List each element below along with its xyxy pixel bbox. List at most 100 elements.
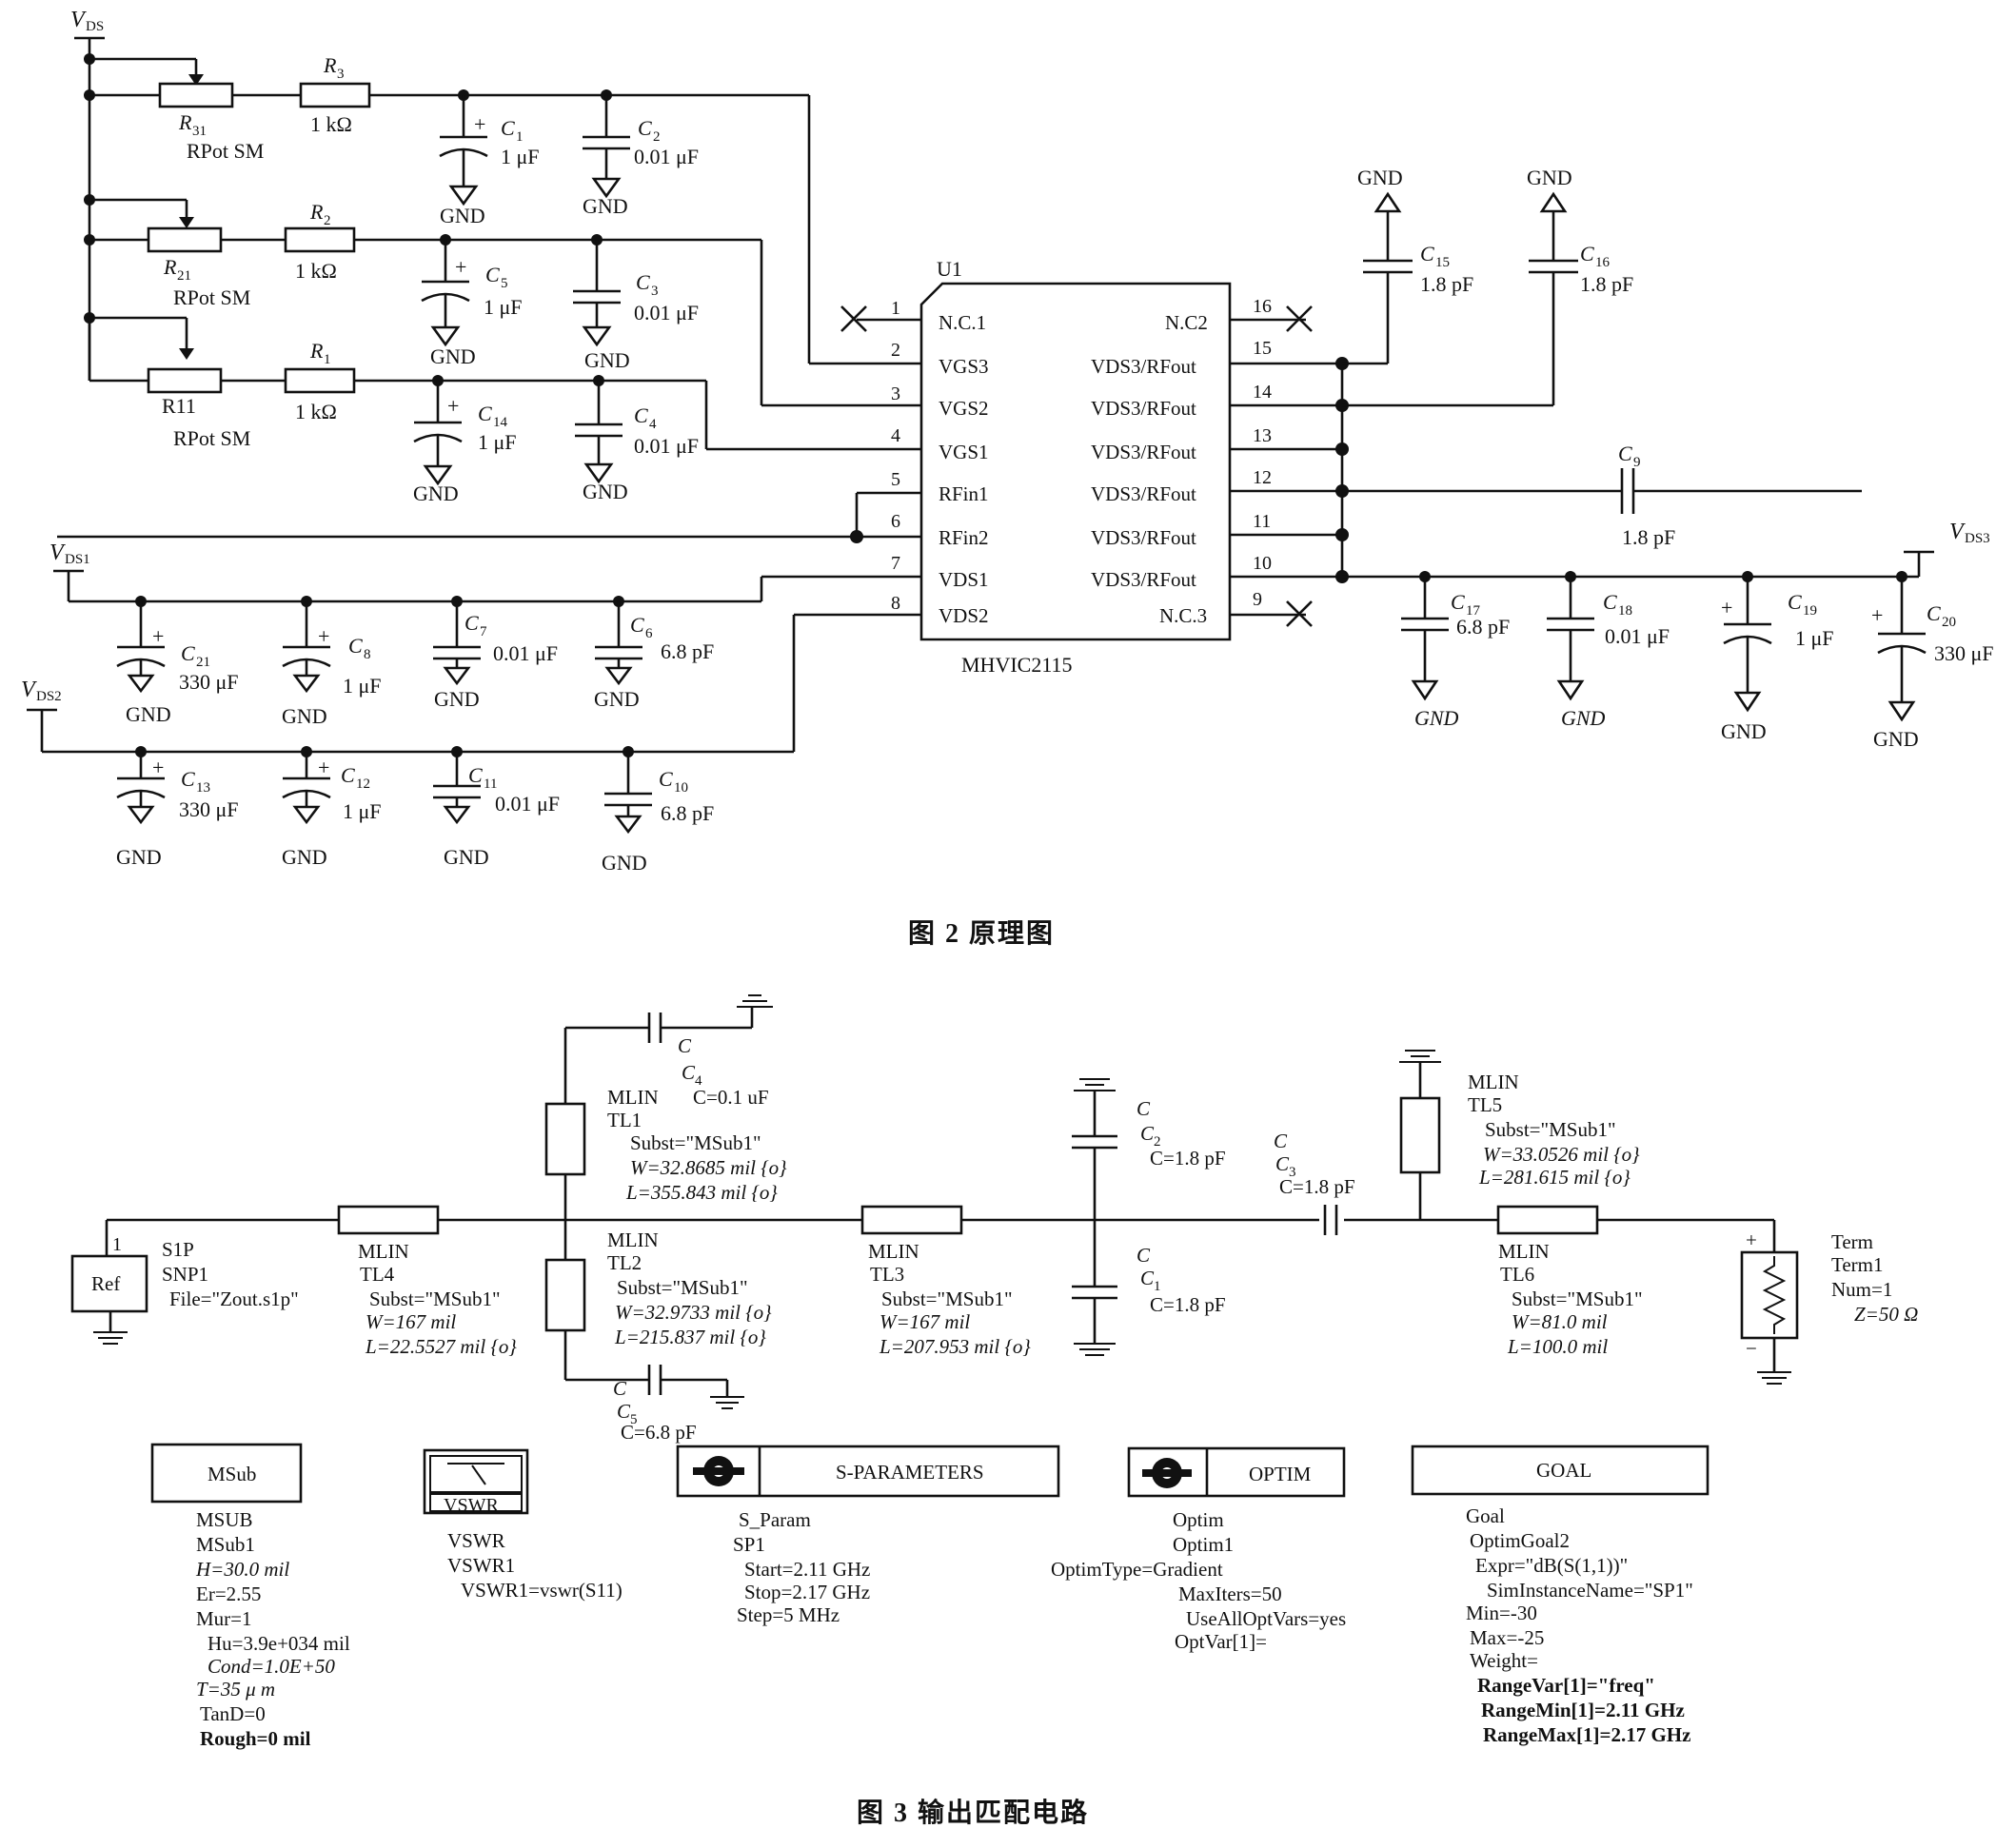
pin-12-num: 12	[1253, 467, 1272, 488]
c19-plus: +	[1721, 596, 1732, 619]
pin-1-name: N.C.1	[939, 311, 986, 334]
pin-12-name: VDS3/RFout	[1091, 482, 1196, 505]
ic-u1: U1 MHVIC2115 1 N.C.1 2 VGS3 3 VGS2 4 VGS…	[57, 257, 1349, 677]
pin-7-num: 7	[891, 553, 900, 574]
r3-resistor	[299, 82, 371, 108]
s1p-line: S1P	[162, 1238, 194, 1261]
s1p-line: SNP1	[162, 1263, 208, 1286]
gnd-label: GND	[594, 687, 640, 711]
sparam-text: Start=2.11 GHz	[744, 1558, 870, 1581]
c8-plus: +	[318, 624, 329, 648]
c20-label-sub: 20	[1942, 615, 1956, 630]
c19-label: C	[1788, 590, 1802, 614]
vswr-text: VSWR	[447, 1529, 505, 1552]
tl4-text: L=22.5527 mil {o}	[365, 1335, 517, 1358]
c4-label: C	[634, 403, 648, 427]
c15-label: C	[1420, 242, 1434, 265]
tl1-text: W=32.8685 mil {o}	[630, 1156, 787, 1179]
c7-value: 0.01 μF	[493, 641, 558, 665]
goal-text: Expr="dB(S(1,1))"	[1475, 1554, 1628, 1577]
c1-plus: +	[474, 112, 485, 136]
c6-value: 6.8 pF	[661, 639, 714, 663]
output-network: GND C 15 1.8 pF GND C 16 1.8 pF C 9 1.8 …	[1342, 166, 1994, 751]
tl5-text: TL5	[1468, 1093, 1502, 1116]
gnd-label: GND	[126, 702, 171, 726]
output-matching-circuit: 1 Ref S1P SNP1 File="Zout.s1p" MLIN TL4 …	[70, 994, 1918, 1828]
c12-label: C	[341, 763, 355, 787]
principle-schematic: V DS R 31 RPot SM R 3 1 kΩ	[21, 8, 1994, 949]
bias-row-vgs3: R 31 RPot SM R 3 1 kΩ + C 1 1 μF C 2 0.0…	[89, 53, 921, 365]
c20-label: C	[1927, 601, 1941, 625]
c3-value: C=1.8 pF	[1279, 1175, 1355, 1198]
msub-block: MSub MSUB MSub1 H=30.0 mil Er=2.55 Mur=1…	[150, 1443, 350, 1750]
c2-type: C	[1136, 1097, 1151, 1120]
c1-label-sub: 1	[516, 129, 524, 145]
pin-16-num: 16	[1253, 296, 1272, 317]
r3-label-sub: 3	[337, 67, 345, 82]
pin-2-name: VGS3	[939, 355, 989, 378]
tl2-text: W=32.9733 mil {o}	[615, 1301, 772, 1324]
c14-value: 1 μF	[478, 430, 517, 454]
c8-label-sub: 8	[364, 647, 371, 662]
bias-row-vgs1: R11 RPot SM R 1 1 kΩ + C 14 1 μF C 4 0.0…	[88, 316, 921, 466]
c5-ref: C	[617, 1400, 631, 1423]
optim-text: Optim	[1173, 1508, 1224, 1531]
pin-15-name: VDS3/RFout	[1091, 355, 1196, 378]
msub-text: Mur=1	[196, 1607, 252, 1630]
pin-8-num: 8	[891, 593, 900, 614]
tl1-text: MLIN	[607, 1086, 659, 1109]
pin-5-num: 5	[891, 469, 900, 490]
tl6-text: L=100.0 mil	[1507, 1335, 1608, 1358]
msub-text: H=30.0 mil	[195, 1558, 289, 1581]
goal-text: Min=-30	[1466, 1602, 1537, 1624]
c8-label: C	[348, 634, 363, 658]
tl6-line: MLIN TL6 Subst="MSub1" W=81.0 mil L=100.…	[1496, 1205, 1643, 1358]
pin-4-name: VGS1	[939, 441, 989, 463]
c3-ref-sub: 3	[1289, 1165, 1296, 1180]
gnd-label: GND	[602, 851, 647, 875]
c6-label-sub: 6	[645, 626, 653, 641]
gnd-label: GND	[583, 480, 628, 503]
figure-2-caption: 图 2 原理图	[908, 919, 1055, 949]
tl3-text: MLIN	[868, 1240, 919, 1263]
pin-8-name: VDS2	[939, 604, 989, 627]
msub-text: Er=2.55	[196, 1583, 261, 1605]
c14-label: C	[478, 402, 492, 425]
tl5-text: MLIN	[1468, 1071, 1519, 1093]
pin-10-num: 10	[1253, 553, 1272, 574]
gear-icon	[1142, 1458, 1192, 1488]
sparam-text: S_Param	[739, 1508, 811, 1531]
c5-label-sub: 5	[501, 276, 508, 291]
goal-text: Max=-25	[1470, 1626, 1544, 1649]
r2-resistor	[284, 226, 356, 253]
c2-label: C	[638, 116, 652, 140]
tl1-text: Subst="MSub1"	[630, 1131, 761, 1154]
c16-value: 1.8 pF	[1580, 272, 1633, 296]
c2-ref-sub: 2	[1154, 1134, 1161, 1150]
optim-box-label: OPTIM	[1249, 1463, 1312, 1485]
ic-body	[919, 282, 1232, 641]
tl1-text: L=355.843 mil {o}	[625, 1181, 778, 1204]
gnd-label: GND	[1561, 706, 1606, 730]
c6-label: C	[630, 613, 644, 637]
c15-value: 1.8 pF	[1420, 272, 1473, 296]
pin-14-name: VDS3/RFout	[1091, 397, 1196, 420]
c11-label: C	[468, 763, 483, 787]
optim-text: OptVar[1]=	[1175, 1630, 1267, 1653]
c15-label-sub: 15	[1435, 255, 1450, 270]
c13-plus: +	[152, 756, 164, 779]
pin-6-name: RFin2	[939, 526, 989, 549]
shunt-c1-c2: C C 2 C=1.8 pF C C 1 C=1.8 pF	[1072, 1078, 1226, 1356]
tl2-text: Subst="MSub1"	[617, 1276, 748, 1299]
c2-label-sub: 2	[653, 129, 661, 145]
vds1-decoupling: V DS1 GND + C 21 330 μF GND + C	[49, 541, 763, 728]
msub-text: Cond=1.0E+50	[208, 1655, 335, 1678]
c12-label-sub: 12	[356, 777, 370, 792]
c4-type: C	[678, 1034, 692, 1057]
c12-value: 1 μF	[343, 799, 382, 823]
r1-label-sub: 1	[324, 352, 331, 367]
gnd-label: GND	[413, 482, 459, 505]
c7-label-sub: 7	[480, 624, 487, 639]
bias-row-vgs2: R 21 RPot SM R 2 1 kΩ + C 5 1 μF C 3 0.0…	[89, 198, 921, 407]
c20-plus: +	[1871, 603, 1883, 627]
